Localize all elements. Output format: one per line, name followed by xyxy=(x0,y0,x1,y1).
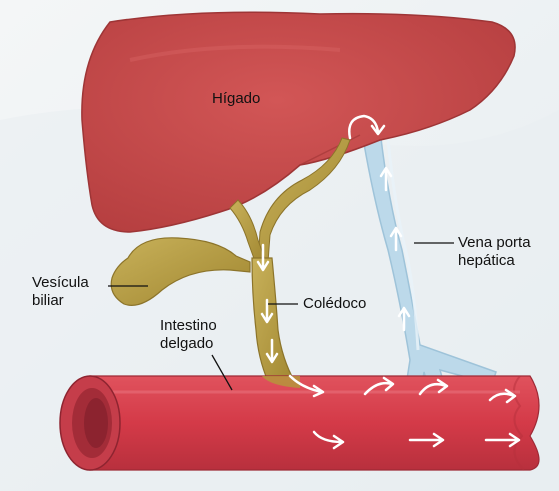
intestine-lumen-depth xyxy=(84,398,108,448)
portal-vein-label-line2: hepática xyxy=(458,252,531,270)
small-intestine-label: Intestino delgado xyxy=(160,317,217,353)
liver-label-text: Hígado xyxy=(212,90,260,108)
small-intestine xyxy=(60,376,539,470)
common-bile-duct-label: Colédoco xyxy=(303,295,366,313)
gallbladder-label: Vesícula biliar xyxy=(32,274,89,310)
small-intestine-label-line2: delgado xyxy=(160,335,217,353)
gallbladder-label-line1: Vesícula xyxy=(32,274,89,292)
gallbladder-label-line2: biliar xyxy=(32,292,89,310)
portal-vein-label: Vena porta hepática xyxy=(458,234,531,270)
common-bile-duct-label-text: Colédoco xyxy=(303,295,366,313)
portal-vein-label-line1: Vena porta xyxy=(458,234,531,252)
liver-label: Hígado xyxy=(212,90,260,108)
small-intestine-label-line1: Intestino xyxy=(160,317,217,335)
